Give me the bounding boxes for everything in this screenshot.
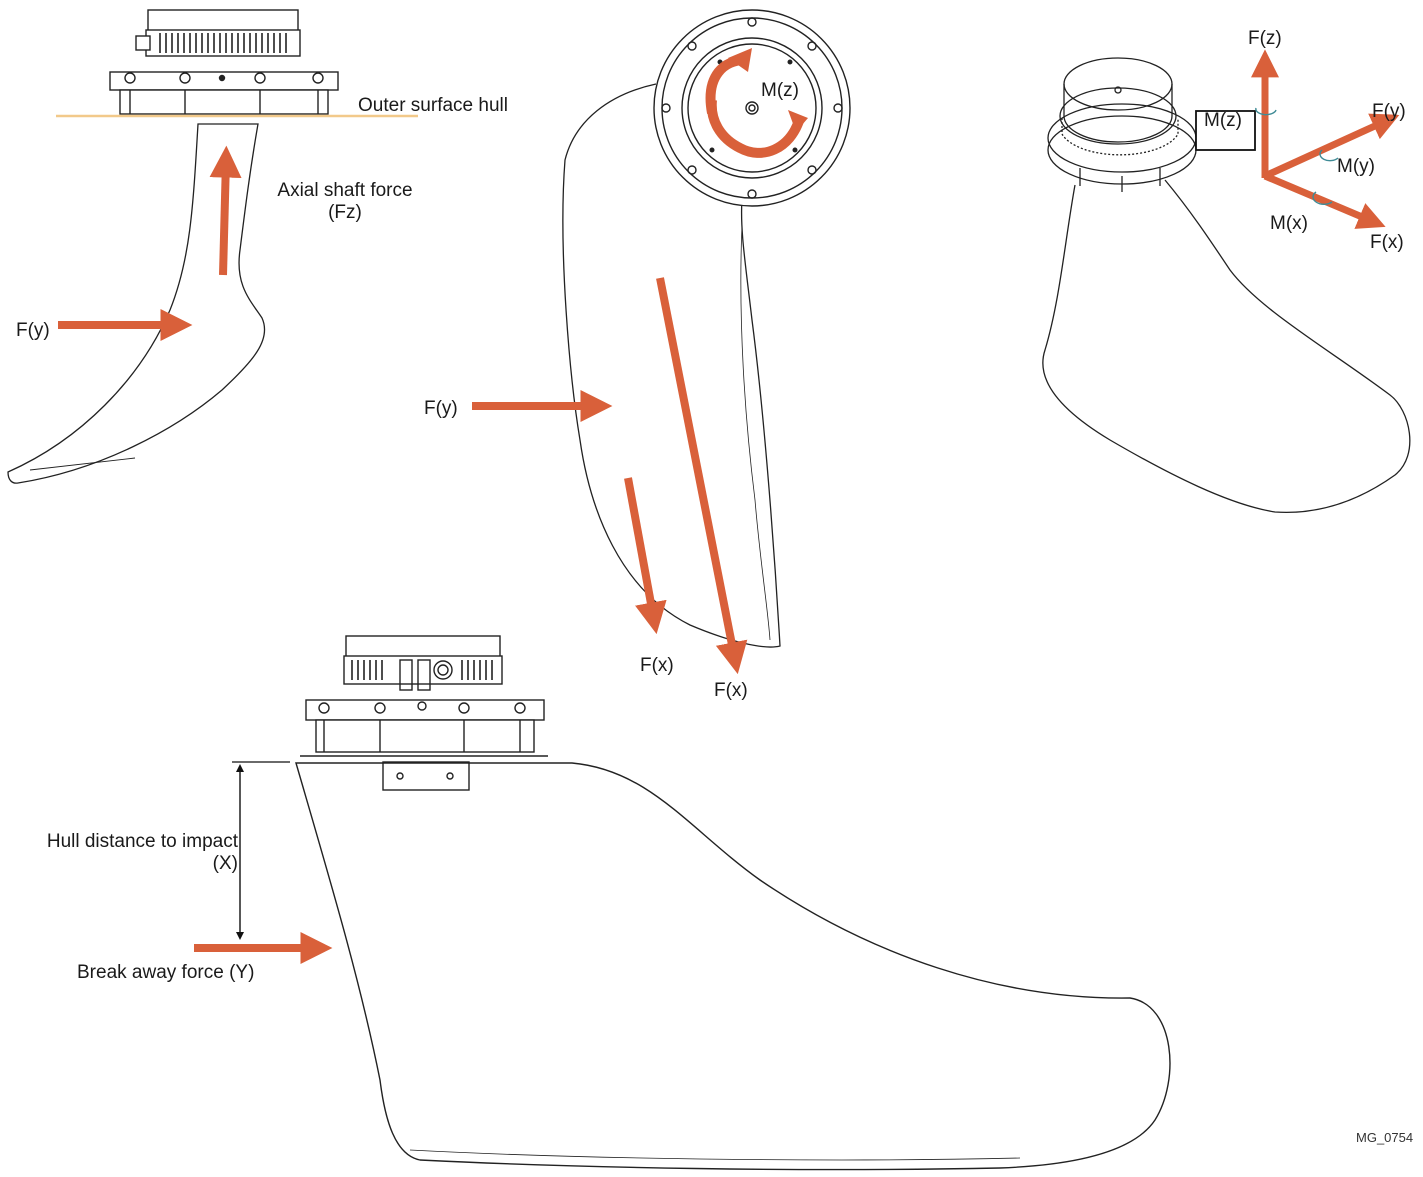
- front-view-rudder-edge: [409, 1149, 1021, 1161]
- break-away-force-label: Break away force (Y): [77, 962, 255, 983]
- hull-distance-line2: (X): [212, 853, 238, 874]
- iso-view-rudder-outline: [1042, 179, 1411, 514]
- axial-shaft-force-line2: (Fz): [328, 202, 362, 223]
- front-view-rudder-outline: [295, 762, 1171, 1171]
- iso-fx-label: F(x): [1370, 232, 1404, 253]
- iso-mz-label: M(z): [1204, 110, 1242, 131]
- top-view-actuator-flange: [653, 9, 851, 207]
- top-fy-label: F(y): [424, 398, 458, 419]
- figure-id-label: MG_0754: [1356, 1130, 1414, 1145]
- iso-view-actuator: [1047, 57, 1197, 192]
- front-view-actuator: [300, 635, 548, 791]
- side-axial-force-arrow: [209, 145, 242, 276]
- iso-fy-axis-arrow: [1263, 113, 1400, 180]
- top-mz-arrowhead-bottom: [788, 110, 808, 132]
- side-view-rudder-edge: [29, 457, 136, 471]
- top-view-rudder-edge: [740, 224, 771, 641]
- iso-fz-label: F(z): [1248, 28, 1282, 49]
- iso-mx-label: M(x): [1270, 213, 1308, 234]
- axial-shaft-force-label: Axial shaft force (Fz): [260, 180, 430, 224]
- top-fx-label-right: F(x): [714, 680, 748, 701]
- hull-distance-label: Hull distance to impact (X): [8, 831, 238, 875]
- top-view-rudder-outline: [562, 83, 781, 648]
- side-fy-label: F(y): [16, 320, 50, 341]
- top-fx-label-left: F(x): [640, 655, 674, 676]
- outer-surface-hull-label: Outer surface hull: [358, 95, 508, 116]
- iso-my-label: M(y): [1337, 156, 1375, 177]
- iso-fy-label: F(y): [1372, 101, 1406, 122]
- side-view-actuator: [109, 9, 339, 115]
- iso-mz-label-box: [1195, 110, 1256, 151]
- top-fx-force-arrow-right: [656, 277, 748, 675]
- top-mz-label: M(z): [761, 80, 799, 101]
- top-fx-force-arrow-left: [624, 477, 667, 635]
- iso-moment-markers: [1255, 107, 1339, 205]
- axial-shaft-force-line1: Axial shaft force: [277, 180, 413, 201]
- iso-fx-axis-arrow: [1263, 172, 1386, 229]
- top-mz-arrowhead-top: [728, 48, 752, 72]
- hull-distance-line1: Hull distance to impact: [46, 831, 238, 852]
